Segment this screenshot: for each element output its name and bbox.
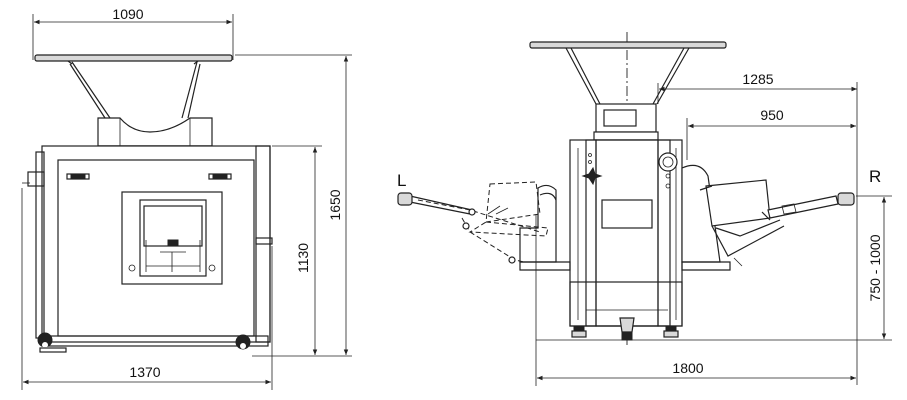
dim-body-height: 1130 — [272, 145, 322, 355]
left-conveyor: L — [397, 171, 571, 271]
dim-total-height: 1650 — [235, 54, 352, 357]
flour-tray — [34, 54, 233, 65]
dim-base-width-label: 1370 — [129, 364, 160, 380]
machine-body-side — [569, 139, 683, 341]
label-right: R — [869, 167, 881, 186]
dim-top-width: 1090 — [32, 6, 234, 60]
dim-body-reach-label: 950 — [760, 107, 784, 123]
dim-tray-reach-label: 1285 — [742, 71, 773, 87]
dim-height-range-label: 750 - 1000 — [867, 234, 883, 301]
dim-tray-reach: 1285 — [657, 71, 858, 385]
control-head — [593, 103, 659, 141]
side-flour-tray — [529, 41, 727, 105]
right-conveyor: R — [681, 164, 881, 271]
dim-total-length: 1800 — [535, 214, 856, 386]
front-view: 1090 — [21, 6, 352, 390]
dim-body-height-label: 1130 — [295, 243, 311, 273]
hopper-funnel — [69, 61, 213, 147]
dim-top-width-label: 1090 — [112, 6, 143, 22]
side-view: 1285 950 — [397, 32, 892, 386]
dim-total-height-label: 1650 — [327, 189, 343, 220]
label-left: L — [397, 171, 406, 190]
dim-height-range: 750 - 1000 — [536, 195, 892, 341]
dim-body-reach: 950 — [686, 107, 856, 160]
dim-base-width: 1370 — [21, 188, 273, 390]
machine-body-front — [22, 145, 273, 353]
dim-total-length-label: 1800 — [672, 360, 703, 376]
